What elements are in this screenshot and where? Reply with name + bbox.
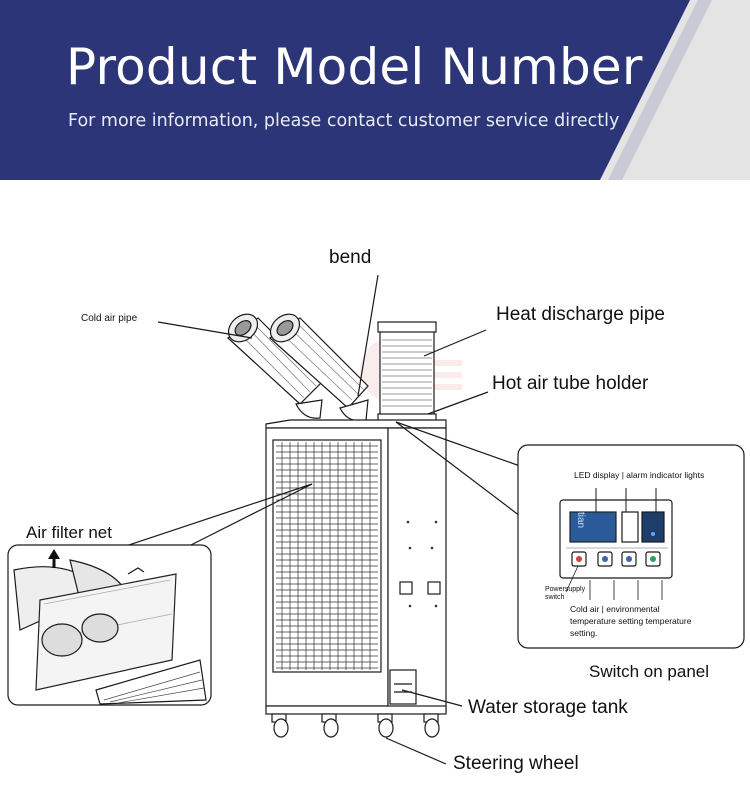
header-banner: Product Model Number For more informatio… xyxy=(0,0,750,180)
panel-display-text: tian xyxy=(575,512,586,529)
cold-air-pipes xyxy=(227,313,369,422)
label-water-storage-tank: Water storage tank xyxy=(468,697,628,718)
label-controls-line2: temperature setting temperature xyxy=(570,616,692,626)
label-controls-line1: Cold air | environmental xyxy=(570,604,660,614)
front-grille xyxy=(272,439,382,673)
label-heat-discharge-pipe: Heat discharge pipe xyxy=(496,304,665,325)
label-cold-air-pipe: Cold air pipe xyxy=(81,313,138,324)
leader-lines xyxy=(119,274,521,765)
label-bend: bend xyxy=(329,247,372,268)
water-tank-shape xyxy=(389,669,417,705)
label-switch-on-panel: Switch on panel xyxy=(589,662,710,681)
label-power-switch-line2: switch xyxy=(545,594,565,601)
label-air-filter-net: Air filter net xyxy=(26,523,112,542)
banner-background xyxy=(0,0,750,180)
label-led-display: LED display | alarm indicator lights xyxy=(574,470,705,480)
heat-discharge-pipe xyxy=(377,321,437,423)
label-power-switch-line1: Powersupply xyxy=(545,586,586,593)
wheels xyxy=(271,713,440,738)
page-subtitle: For more information, please contact cus… xyxy=(68,111,620,131)
unit-illustration xyxy=(7,274,745,765)
label-hot-air-tube-holder: Hot air tube holder xyxy=(492,373,649,394)
label-controls-line3: setting. xyxy=(570,628,598,638)
air-filter-inset xyxy=(7,544,212,706)
label-steering-wheel: Steering wheel xyxy=(453,753,579,774)
product-diagram: bend Cold air pipe Heat discharge pipe H… xyxy=(0,180,750,790)
grille-pattern xyxy=(276,442,378,670)
page-title: Product Model Number xyxy=(66,38,643,96)
control-panel-inset xyxy=(517,444,745,649)
